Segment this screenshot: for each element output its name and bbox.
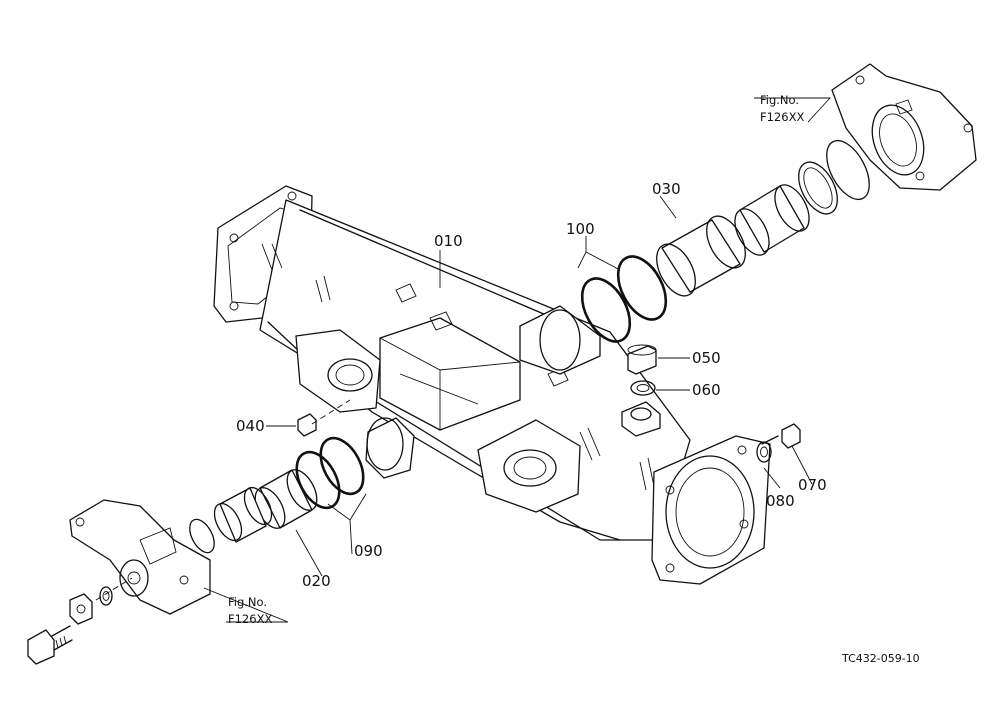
part-050-plug [627, 344, 657, 375]
nut-lower [69, 593, 93, 625]
drawing-code: TC432-059-10 [841, 652, 920, 665]
washer-upper [798, 139, 870, 215]
part-100-o-rings [580, 255, 668, 343]
axle-housing [213, 185, 771, 585]
figure-reference-lower: Fig.No. F126XX [228, 595, 272, 626]
label-060: 060 [692, 381, 721, 399]
reference-upper-line2: F126XX [760, 110, 804, 124]
label-020: 020 [302, 572, 331, 590]
label-100: 100 [566, 220, 595, 238]
washer-small-lower [99, 586, 113, 606]
figure-reference-upper: Fig.No. F126XX [760, 93, 804, 124]
bushing-lower [213, 486, 273, 543]
leader-lines [95, 97, 832, 623]
reference-lower-line2: F126XX [228, 612, 272, 626]
part-060-washer [630, 380, 656, 396]
label-010: 010 [434, 232, 463, 250]
part-040-grease-fitting [297, 413, 317, 437]
label-090: 090 [354, 542, 383, 560]
upper-knuckle-reference [831, 63, 977, 191]
part-030-bushing [656, 215, 746, 297]
label-040: 040 [236, 417, 265, 435]
label-070: 070 [798, 476, 827, 494]
bushing-upper [734, 184, 810, 256]
lower-knuckle-reference [69, 499, 211, 615]
label-050: 050 [692, 349, 721, 367]
bolt-lower [27, 625, 73, 665]
reference-lower-line1: Fig.No. [228, 595, 267, 609]
washer-lower [189, 518, 215, 554]
label-080: 080 [766, 492, 795, 510]
label-030: 030 [652, 180, 681, 198]
part-080-washer [756, 441, 772, 463]
reference-upper-line1: Fig.No. [760, 93, 799, 107]
part-070-bolt [761, 423, 801, 449]
part-labels: 010 020 030 040 050 060 070 080 090 100 [236, 180, 827, 590]
